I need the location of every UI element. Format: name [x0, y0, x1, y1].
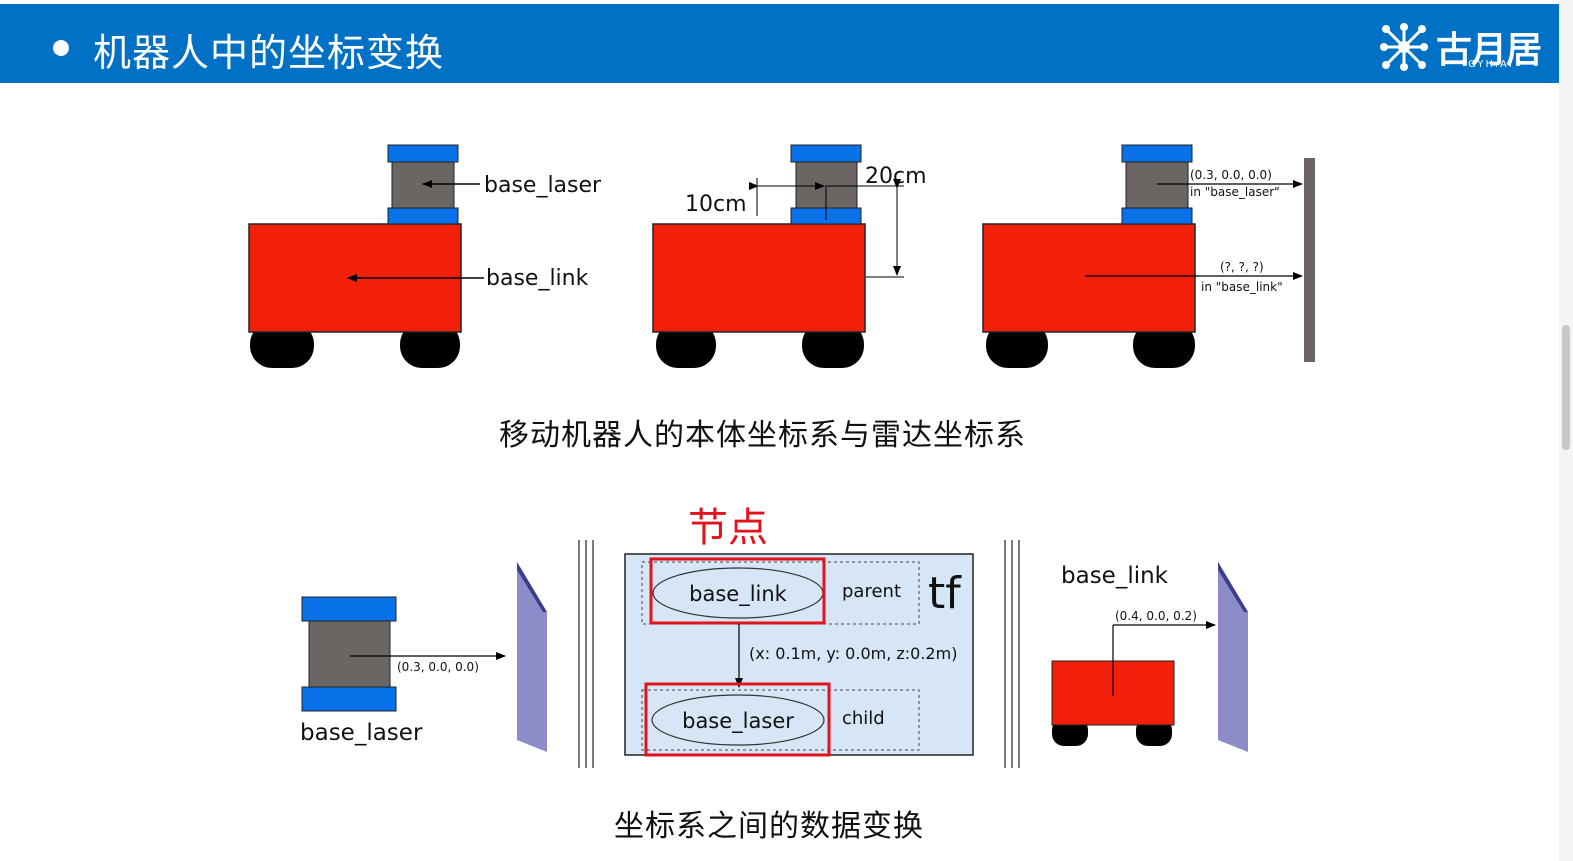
logo-text: 古月居: [1436, 30, 1542, 71]
robot-3-laser-core: [1125, 161, 1189, 209]
tf-title: tf: [928, 568, 962, 619]
robot-3-wheel-right: [1133, 322, 1195, 368]
bottom-laser-core: [308, 620, 391, 688]
bottom-right-wall-edge: [1218, 562, 1248, 612]
separator-right: [1004, 540, 1020, 768]
bottom-laser-point: (0.3, 0.0, 0.0): [397, 660, 479, 674]
robot-3-wheel-left: [986, 322, 1048, 368]
separator-left: [578, 540, 594, 768]
child-frame-label: base_laser: [682, 709, 794, 734]
child-frame-box: [641, 689, 920, 751]
logo-subtext: GYH.AI: [1468, 59, 1514, 70]
robot-1-link-label: base_link: [486, 266, 589, 291]
bottom-right-wall: [1218, 562, 1248, 752]
robot-3-laser-cap-top: [1121, 144, 1193, 163]
robot-1-laser-core: [391, 161, 455, 209]
parent-frame-label: base_link: [689, 582, 788, 607]
robot-3: (0.3, 0.0, 0.0) in "base_laser" (?, ?, ?…: [982, 144, 1315, 368]
robot-1-laser-label: base_laser: [484, 173, 602, 198]
slide-title: 机器人中的坐标变换: [93, 31, 445, 75]
robot-1-wheel-right: [400, 322, 460, 368]
robot-1-laser-cap-bottom: [387, 207, 459, 225]
logo-mark-icon: [1380, 23, 1428, 71]
bottom-robot-label: base_link: [1061, 563, 1169, 589]
bottom-laser: (0.3, 0.0, 0.0) base_laser: [300, 562, 547, 752]
robot-2-vertical-label: 20cm: [865, 164, 927, 189]
bottom-left-wall: [517, 562, 547, 752]
bullet-icon: [53, 40, 69, 56]
parent-role-label: parent: [842, 581, 901, 602]
robot-3-laser-frame: in "base_laser": [1190, 185, 1280, 199]
robot-2-wheel-right: [802, 322, 864, 368]
transform-label: (x: 0.1m, y: 0.0m, z:0.2m): [749, 644, 957, 663]
brand-logo: 古月居 GYH.AI: [1378, 21, 1548, 73]
bottom-laser-label: base_laser: [300, 720, 423, 746]
tf-panel: 节点 tf base_link parent (x: 0.1m, y: 0.0m…: [624, 505, 974, 757]
slide-header: 机器人中的坐标变换 古月居 GYH.AI: [0, 4, 1559, 83]
parent-highlight-box: [649, 557, 826, 625]
bottom-caption: 坐标系之间的数据变换: [614, 809, 924, 844]
robot-2-wheel-left: [656, 322, 716, 368]
robot-3-laser-cap-bottom: [1121, 207, 1193, 225]
bottom-left-wall-edge: [517, 562, 547, 612]
robot-1-wheel-left: [250, 322, 314, 368]
bottom-robot: base_link (0.4, 0.0, 0.2): [1051, 562, 1248, 752]
robot-2: 10cm 20cm: [652, 144, 927, 368]
robot-2-body: [652, 223, 866, 333]
robot-3-link-frame: in "base_link": [1201, 280, 1283, 294]
bottom-laser-cap-bottom: [301, 686, 397, 712]
robot-3-body: [982, 223, 1196, 333]
robot-1: base_laser base_link: [248, 144, 602, 368]
robot-3-wall: [1304, 158, 1315, 362]
child-highlight-box: [644, 682, 831, 757]
top-caption: 移动机器人的本体坐标系与雷达坐标系: [499, 418, 1026, 453]
node-annotation: 节点: [688, 505, 768, 551]
parent-frame-box: [641, 561, 920, 625]
robot-3-link-point: (?, ?, ?): [1220, 260, 1264, 274]
robot-2-horizontal-label: 10cm: [685, 192, 747, 217]
robot-3-laser-point: (0.3, 0.0, 0.0): [1190, 168, 1272, 182]
child-frame-node: [651, 694, 825, 746]
robot-1-laser-cap-top: [387, 144, 459, 163]
bottom-laser-cap-top: [301, 596, 397, 622]
vertical-scrollbar[interactable]: [1559, 0, 1573, 861]
robot-2-laser-cap-top: [790, 144, 862, 163]
scrollbar-thumb[interactable]: [1562, 325, 1570, 450]
bottom-robot-point: (0.4, 0.0, 0.2): [1115, 609, 1197, 623]
child-role-label: child: [842, 708, 885, 729]
